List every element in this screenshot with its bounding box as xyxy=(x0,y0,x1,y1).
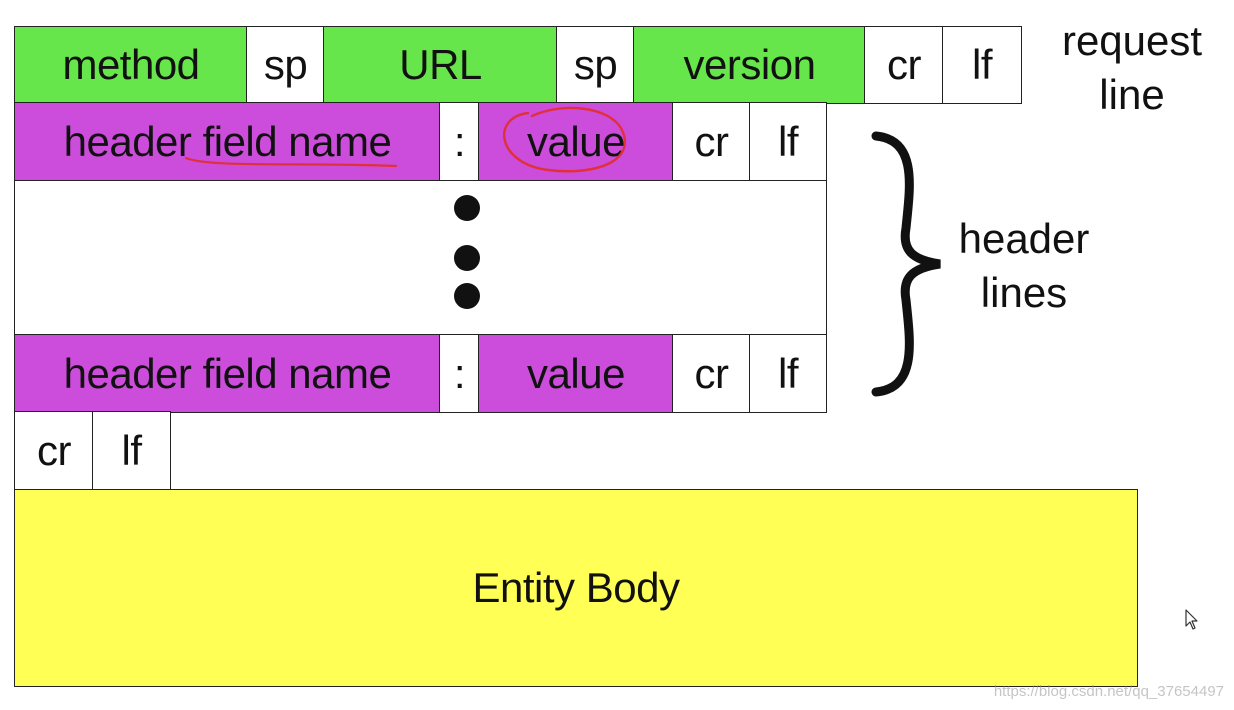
request-cr-cell: cr xyxy=(864,26,944,104)
ellipsis-dot xyxy=(454,283,480,309)
ellipsis-dot xyxy=(454,195,480,221)
mouse-cursor-icon xyxy=(1185,609,1198,630)
request-method-cell: method xyxy=(14,26,248,104)
request-line-label-line-1: request xyxy=(1061,17,1203,64)
header-field-name-cell: header field name xyxy=(14,102,441,182)
curly-brace-icon xyxy=(871,131,941,397)
blank-line-lf-cell: lf xyxy=(92,411,171,491)
header-lines-label-line-2: lines xyxy=(980,269,1068,316)
header-colon-cell: : xyxy=(439,334,480,413)
header-lines-gap-box xyxy=(14,180,827,336)
entity-body-box: Entity Body xyxy=(14,489,1138,687)
ellipsis-dot xyxy=(454,245,480,271)
header-lines-label-line-1: header xyxy=(958,215,1090,262)
request-line-label: request line xyxy=(1048,14,1216,122)
request-line-label-line-2: line xyxy=(1099,71,1165,118)
request-sp-cell-2: sp xyxy=(556,26,635,104)
blank-line-cr-cell: cr xyxy=(14,411,94,491)
header-value-cell: value xyxy=(478,102,674,182)
header-field-name-cell: header field name xyxy=(14,334,441,413)
request-sp-cell-1: sp xyxy=(246,26,325,104)
entity-body-label: Entity Body xyxy=(472,564,680,611)
header-cr-cell: cr xyxy=(672,334,751,413)
header-lf-cell: lf xyxy=(749,102,827,182)
request-url-cell: URL xyxy=(323,26,558,104)
header-lines-label: header lines xyxy=(944,212,1104,320)
request-lf-cell: lf xyxy=(942,26,1022,104)
header-value-cell: value xyxy=(478,334,674,413)
header-cr-cell: cr xyxy=(672,102,751,182)
request-version-cell: version xyxy=(633,26,866,104)
watermark-text: https://blog.csdn.net/qq_37654497 xyxy=(993,683,1224,700)
header-colon-cell: : xyxy=(439,102,480,182)
header-lf-cell: lf xyxy=(749,334,827,413)
